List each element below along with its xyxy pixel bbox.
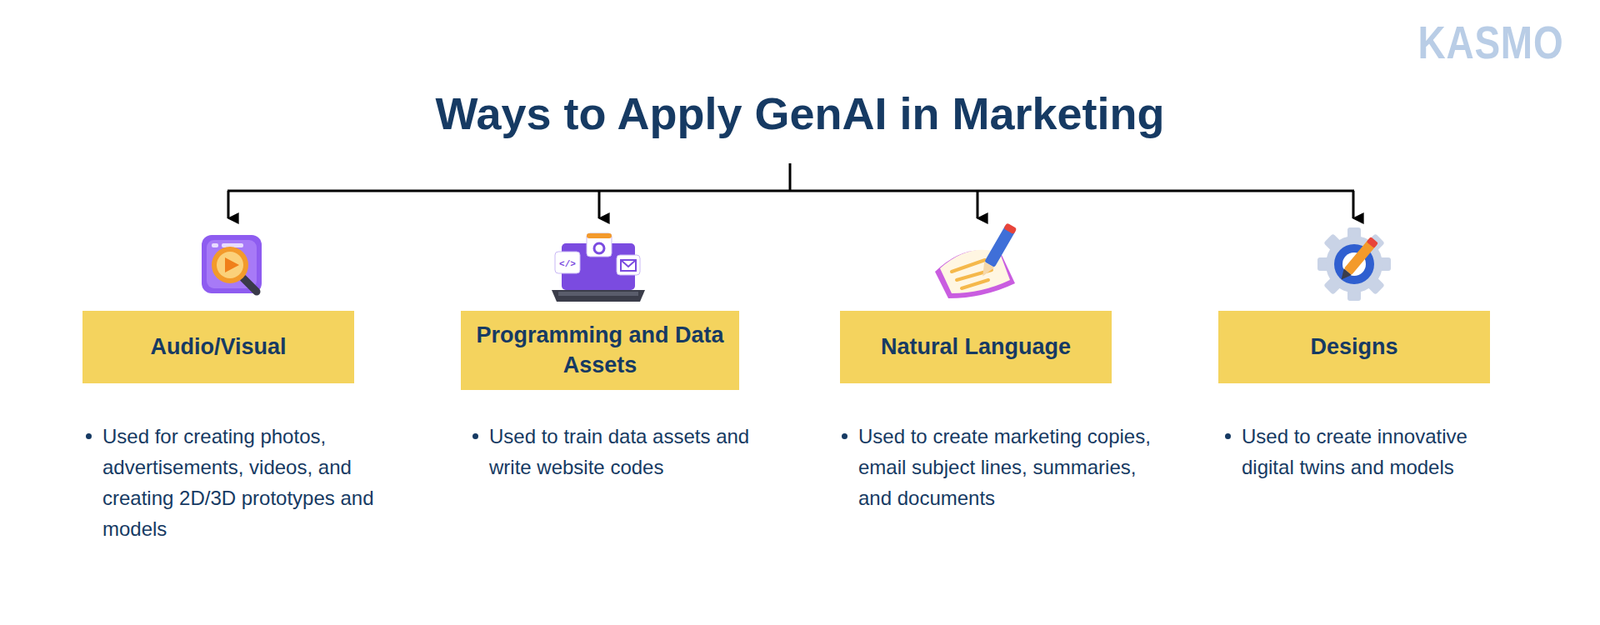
gear-icon [1317, 227, 1391, 301]
notepad-icon [935, 222, 1017, 299]
category-box: Programming and Data AssetsUsed to train… [460, 310, 740, 390]
bullet-dot [85, 433, 92, 440]
watermark: KASMO [1417, 15, 1564, 70]
box-heading: Designs [1296, 325, 1411, 369]
category-box: DesignsUsed to create innovative digital… [1218, 310, 1490, 384]
category-box: Natural LanguageUsed to create marketing… [840, 310, 1112, 384]
bullet-text: Used to train data assets and write webs… [469, 420, 761, 483]
bullet-text: Used to create innovative digital twins … [1221, 420, 1522, 483]
box-heading: Programming and Data Assets [460, 314, 740, 386]
laptop-icon: </> [551, 233, 645, 302]
bullet-text: Used for creating photos, advertisements… [82, 420, 383, 545]
bullet-text: Used to create marketing copies, email s… [838, 420, 1155, 514]
category-box: Audio/VisualUsed for creating photos, ad… [82, 310, 355, 384]
bullet-dot [841, 433, 848, 440]
box-heading: Natural Language [867, 325, 1085, 369]
tree-bracket [227, 163, 1355, 219]
box-heading: Audio/Visual [136, 325, 300, 369]
bullet-dot [1225, 433, 1231, 440]
bullet-dot [472, 433, 479, 440]
svg-text:</>: </> [559, 259, 576, 270]
diagram-title: Ways to Apply GenAI in Marketing [0, 87, 1600, 140]
media-icon [201, 235, 262, 294]
